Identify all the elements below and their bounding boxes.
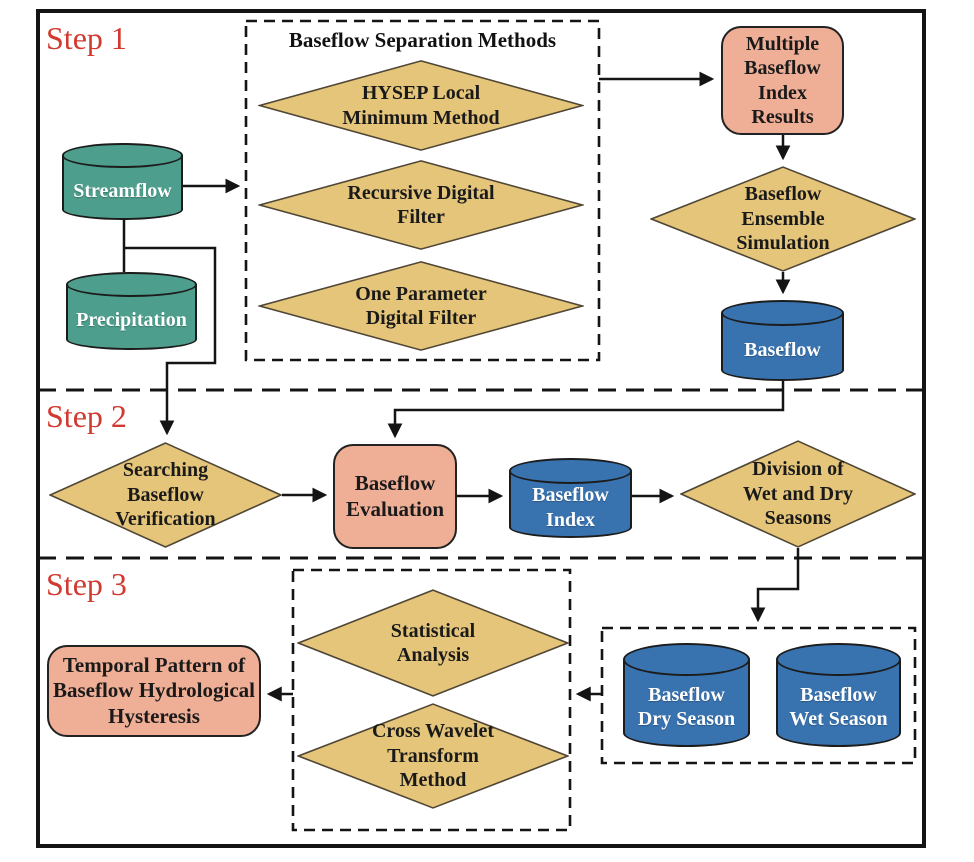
baseflow-index-label: Baseflow Index bbox=[532, 484, 609, 531]
cylinder-top bbox=[623, 643, 750, 677]
cross-wavelet-diamond: Cross Wavelet Transform Method bbox=[297, 703, 569, 809]
baseflow-dry-season-cylinder: Baseflow Dry Season bbox=[623, 643, 750, 747]
precipitation-label: Precipitation bbox=[76, 309, 187, 332]
separation-methods-title: Baseflow Separation Methods bbox=[288, 28, 557, 52]
baseflow-wet-season-cylinder: Baseflow Wet Season bbox=[776, 643, 901, 747]
seasons-box bbox=[600, 626, 917, 765]
outer-border bbox=[36, 9, 926, 848]
baseflow-evaluation-label: Baseflow Evaluation bbox=[345, 470, 445, 521]
recursive-filter-label: Recursive Digital Filter bbox=[347, 181, 495, 228]
searching-verification-diamond: Searching Baseflow Verification bbox=[49, 442, 282, 548]
baseflow-index-cylinder: Baseflow Index bbox=[509, 458, 632, 538]
baseflow-dry-season-label: Baseflow Dry Season bbox=[637, 684, 736, 731]
multiple-results-box: Multiple Baseflow Index Results bbox=[721, 26, 844, 135]
step2-label: Step 2 bbox=[46, 398, 127, 434]
step1-label: Step 1 bbox=[46, 20, 127, 56]
precipitation-cylinder: Precipitation bbox=[66, 272, 197, 350]
division-seasons-label: Division of Wet and Dry Seasons bbox=[743, 458, 853, 530]
ensemble-simulation-label: Baseflow Ensemble Simulation bbox=[736, 183, 830, 255]
cylinder-top bbox=[721, 300, 844, 326]
division-seasons-diamond: Division of Wet and Dry Seasons bbox=[680, 440, 916, 548]
one-parameter-filter-label: One Parameter Digital Filter bbox=[355, 282, 487, 329]
streamflow-label: Streamflow bbox=[73, 179, 172, 202]
multiple-results-label: Multiple Baseflow Index Results bbox=[744, 32, 821, 128]
separation-methods-box bbox=[244, 19, 601, 362]
hysep-diamond: HYSEP Local Minimum Method bbox=[258, 60, 584, 151]
baseflow-wet-season-label: Baseflow Wet Season bbox=[789, 684, 888, 731]
one-parameter-filter-diamond: One Parameter Digital Filter bbox=[258, 261, 584, 351]
baseflow-evaluation-box: Baseflow Evaluation bbox=[333, 444, 457, 549]
cylinder-top bbox=[776, 643, 901, 677]
streamflow-cylinder: Streamflow bbox=[62, 143, 183, 220]
hysep-label: HYSEP Local Minimum Method bbox=[342, 82, 500, 129]
statistical-analysis-label: Statistical Analysis bbox=[390, 619, 476, 666]
ensemble-simulation-diamond: Baseflow Ensemble Simulation bbox=[650, 166, 916, 272]
cross-wavelet-label: Cross Wavelet Transform Method bbox=[371, 720, 495, 792]
cylinder-top bbox=[509, 458, 632, 484]
searching-verification-label: Searching Baseflow Verification bbox=[115, 459, 216, 531]
cylinder-top bbox=[66, 272, 197, 297]
baseflow-cylinder: Baseflow bbox=[721, 300, 844, 381]
arrow-division-to-seasons bbox=[750, 548, 800, 623]
step3-label: Step 3 bbox=[46, 566, 127, 602]
temporal-pattern-box: Temporal Pattern of Baseflow Hydrologica… bbox=[47, 645, 261, 737]
temporal-pattern-label: Temporal Pattern of Baseflow Hydrologica… bbox=[52, 652, 256, 728]
recursive-filter-diamond: Recursive Digital Filter bbox=[258, 160, 584, 250]
arrow-inputs-to-searching bbox=[124, 246, 217, 436]
analysis-methods-box bbox=[291, 568, 572, 832]
baseflow-label: Baseflow bbox=[744, 339, 821, 362]
arrow-baseflow-to-evaluation bbox=[387, 380, 785, 439]
cylinder-top bbox=[62, 143, 183, 168]
statistical-analysis-diamond: Statistical Analysis bbox=[297, 589, 569, 697]
